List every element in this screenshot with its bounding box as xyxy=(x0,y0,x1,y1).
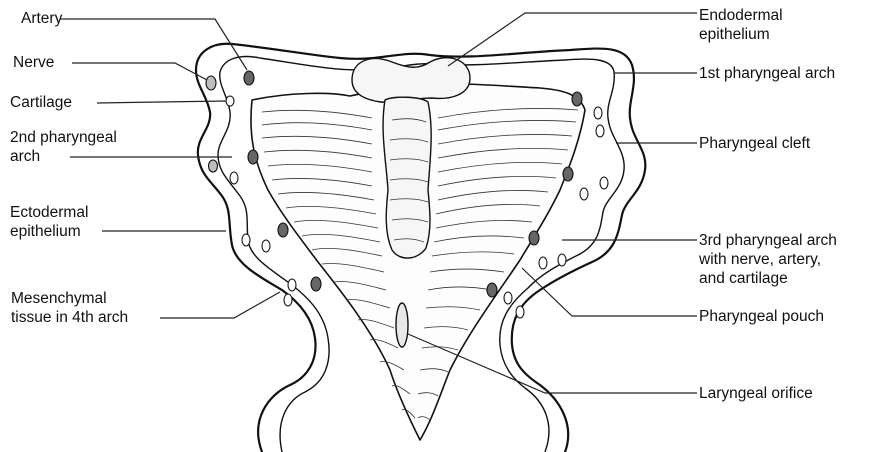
artery-arch1-right xyxy=(572,92,582,106)
leader-pouch xyxy=(522,268,697,316)
nerve-arch1-left xyxy=(206,76,216,90)
cartilage-arch4a-left xyxy=(288,279,296,291)
laryngeal-orifice xyxy=(396,303,408,347)
artery-arch3-left xyxy=(278,223,288,237)
nerve-arch2-left xyxy=(209,160,218,172)
cartilage-arch1b-right xyxy=(596,125,604,137)
label-artery: Artery xyxy=(21,9,62,28)
artery-arch3-right xyxy=(529,231,539,245)
label-nerve: Nerve xyxy=(13,53,54,72)
label-cleft: Pharyngeal cleft xyxy=(699,134,810,153)
cartilage-arch4b-right xyxy=(516,306,524,318)
label-mesenchymal: Mesenchymal tissue in 4th arch xyxy=(11,289,128,327)
cartilage-arch1-left xyxy=(226,96,234,106)
cartilage-arch4b-left xyxy=(284,294,292,306)
cartilage-arch3b-right xyxy=(558,254,566,266)
leader-endodermal xyxy=(448,13,697,66)
label-cartilage: Cartilage xyxy=(10,93,72,112)
artery-arch2-left xyxy=(248,150,258,164)
artery-arch4-right xyxy=(487,283,497,297)
cartilage-arch3a-right xyxy=(539,257,547,269)
artery-arch4-left xyxy=(311,277,321,291)
cartilage-arch1a-right xyxy=(594,107,602,119)
label-ectodermal: Ectodermal epithelium xyxy=(10,203,88,241)
label-first-arch: 1st pharyngeal arch xyxy=(699,64,835,83)
cartilage-arch2b-right xyxy=(600,177,608,189)
label-second-arch: 2nd pharyngeal arch xyxy=(10,128,117,166)
label-pouch: Pharyngeal pouch xyxy=(699,307,824,326)
label-third-arch: 3rd pharyngeal arch with nerve, artery, … xyxy=(699,231,837,288)
artery-arch2-right xyxy=(563,167,573,181)
cartilage-arch2-left xyxy=(230,172,238,184)
leader-nerve xyxy=(72,63,207,80)
cartilage-arch3a-left xyxy=(242,234,250,246)
label-laryngeal: Laryngeal orifice xyxy=(699,384,813,403)
artery-arch1-left xyxy=(244,71,254,85)
cartilage-arch3b-left xyxy=(262,240,270,252)
label-endodermal: Endodermal epithelium xyxy=(699,6,783,44)
cartilage-arch2a-right xyxy=(580,188,588,200)
leader-mesenchymal xyxy=(160,292,280,318)
cartilage-arch4a-right xyxy=(504,292,512,304)
